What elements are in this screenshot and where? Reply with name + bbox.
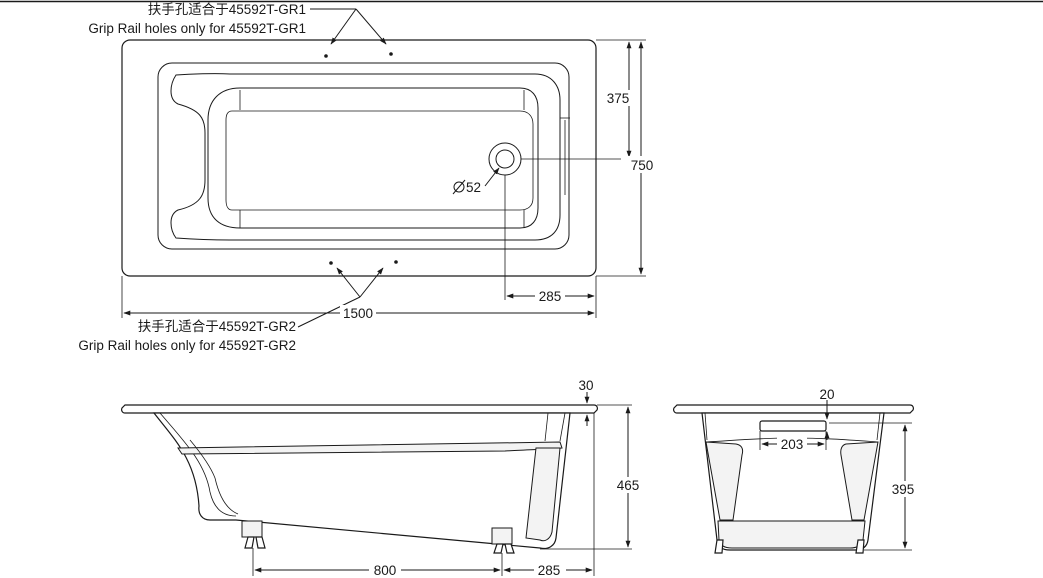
drain-diameter-label: 52 — [466, 180, 481, 195]
grip-rail-hole — [324, 54, 328, 58]
dimension-375-label: 375 — [607, 91, 630, 106]
grip-rail-hole — [389, 52, 393, 56]
end-top-inner — [876, 412, 881, 441]
grip-rail-2-leader — [336, 267, 361, 298]
end-top-inner — [704, 412, 708, 441]
tub-basin-floor — [225, 110, 534, 211]
dimension-395-label: 395 — [892, 482, 915, 497]
dimension-285-label: 285 — [539, 289, 562, 304]
drain-inner-circle — [495, 149, 515, 169]
dimension-465-label: 465 — [617, 478, 640, 493]
dimension-750-label: 750 — [631, 158, 654, 173]
side-rim — [121, 404, 598, 414]
top-view — [121, 39, 597, 277]
tub-outer-rim — [121, 39, 597, 277]
grip-rail-1-label-cn: 扶手孔适合于45592T-GR1 — [148, 2, 306, 17]
grip-rail-2-label-en: Grip Rail holes only for 45592T-GR2 — [78, 338, 296, 353]
top-view-dimensions: 375 750 285 1500 52 — [121, 39, 656, 321]
end-view — [673, 404, 914, 554]
grip-rail-1-leader — [330, 8, 357, 45]
end-view-dimensions: 20 203 395 — [759, 387, 918, 551]
end-rim — [673, 404, 914, 414]
dimension-1500-label: 1500 — [343, 306, 373, 321]
grip-rail-hole — [394, 260, 398, 264]
grip-rail-2-label-cn: 扶手孔适合于45592T-GR2 — [138, 319, 296, 334]
dimension-20-label: 20 — [819, 387, 834, 402]
grip-rail-1-leader — [355, 8, 387, 45]
tub-backrest-contour — [170, 73, 561, 241]
end-right-wall — [840, 441, 879, 521]
side-end-wall — [525, 447, 561, 542]
grip-rail-2-leader — [359, 267, 384, 298]
dimension-30-label: 30 — [578, 378, 593, 393]
side-view — [121, 404, 598, 554]
diameter-symbol-icon — [453, 181, 465, 193]
side-view-dimensions: 465 30 800 285 — [252, 378, 644, 578]
end-foot-right — [855, 539, 865, 554]
end-foot-left — [714, 539, 724, 554]
side-end-top — [544, 412, 549, 442]
side-end-top — [559, 412, 566, 442]
end-left-wall — [705, 441, 744, 521]
tub-basin-outline — [207, 87, 539, 229]
side-inner-contour — [189, 439, 239, 515]
side-inner-wall — [159, 412, 237, 517]
dimension-203-label: 203 — [781, 437, 804, 452]
drain-diameter-leader — [484, 167, 500, 187]
grip-rail-hole — [329, 261, 333, 265]
diameter-symbol-icon — [452, 179, 466, 195]
side-foot-left — [241, 520, 266, 549]
grip-rail-1-label-en: Grip Rail holes only for 45592T-GR1 — [88, 21, 306, 36]
grip-rail-2-callout: 扶手孔适合于45592T-GR2 Grip Rail holes only fo… — [78, 267, 384, 353]
dimension-800-label: 800 — [374, 563, 397, 578]
end-base — [717, 520, 866, 549]
tub-inner-rim — [157, 62, 570, 250]
grip-rail-1-callout: 扶手孔适合于45592T-GR1 Grip Rail holes only fo… — [88, 2, 387, 45]
overflow-outlet — [759, 420, 827, 432]
side-foot-right — [491, 527, 515, 554]
dimension-285-side-label: 285 — [538, 563, 561, 578]
